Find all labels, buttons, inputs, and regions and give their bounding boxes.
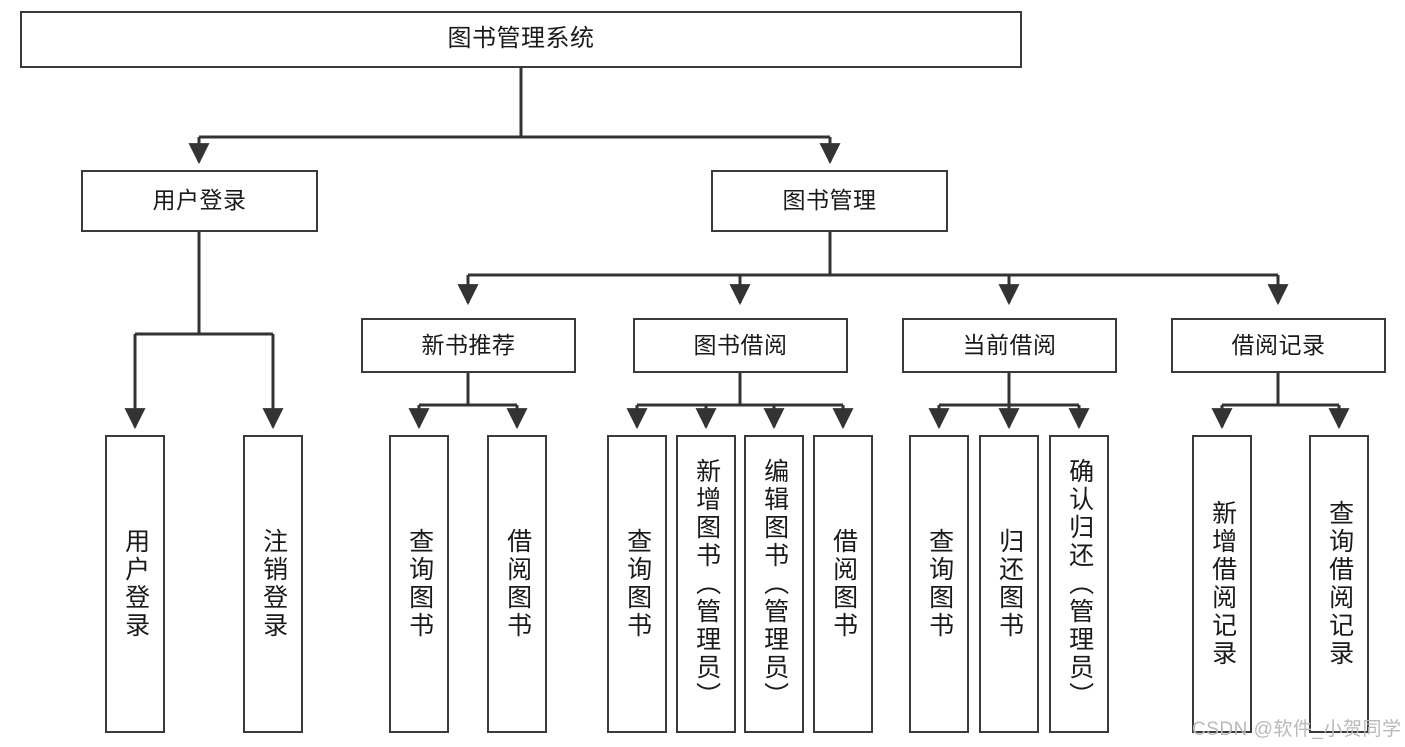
node-borrow-record[interactable]: 借阅记录: [1171, 318, 1386, 373]
node-user-login[interactable]: 用户登录: [81, 170, 318, 232]
node-root-system[interactable]: 图书管理系统: [20, 11, 1022, 68]
leaf-label: 查询图书: [405, 528, 434, 640]
leaf-record-add[interactable]: 新增借阅记录: [1192, 435, 1252, 733]
leaf-borrow-query-book[interactable]: 查询图书: [607, 435, 667, 733]
leaf-current-confirm-return[interactable]: 确认归还（管理员）: [1049, 435, 1109, 733]
leaf-label: 归还图书: [995, 528, 1024, 640]
leaf-label: 确认归还（管理员）: [1065, 458, 1094, 710]
leaf-current-return-book[interactable]: 归还图书: [979, 435, 1039, 733]
leaf-label: 注销登录: [259, 528, 288, 640]
leaf-label: 查询图书: [925, 528, 954, 640]
leaf-borrow-add-book[interactable]: 新增图书（管理员）: [676, 435, 736, 733]
node-current-borrow[interactable]: 当前借阅: [902, 318, 1117, 373]
leaf-label: 查询借阅记录: [1325, 500, 1354, 668]
leaf-borrow-edit-book[interactable]: 编辑图书（管理员）: [744, 435, 804, 733]
leaf-user-login-login[interactable]: 用户登录: [105, 435, 165, 733]
leaf-record-query[interactable]: 查询借阅记录: [1309, 435, 1369, 733]
leaf-current-query-book[interactable]: 查询图书: [909, 435, 969, 733]
leaf-label: 借阅图书: [829, 528, 858, 640]
node-new-book-recommend[interactable]: 新书推荐: [361, 318, 576, 373]
leaf-label: 新增借阅记录: [1208, 500, 1237, 668]
leaf-label: 查询图书: [623, 528, 652, 640]
leaf-borrow-borrow-book[interactable]: 借阅图书: [813, 435, 873, 733]
leaf-label: 用户登录: [121, 528, 150, 640]
node-book-management[interactable]: 图书管理: [711, 170, 948, 232]
leaf-user-login-logout[interactable]: 注销登录: [243, 435, 303, 733]
leaf-label: 编辑图书（管理员）: [760, 458, 789, 710]
leaf-label: 借阅图书: [503, 528, 532, 640]
leaf-new-book-query[interactable]: 查询图书: [389, 435, 449, 733]
leaf-label: 新增图书（管理员）: [692, 458, 721, 710]
watermark-text: CSDN @软件_小贺同学: [1192, 719, 1402, 740]
node-book-borrow[interactable]: 图书借阅: [633, 318, 848, 373]
leaf-new-book-borrow[interactable]: 借阅图书: [487, 435, 547, 733]
